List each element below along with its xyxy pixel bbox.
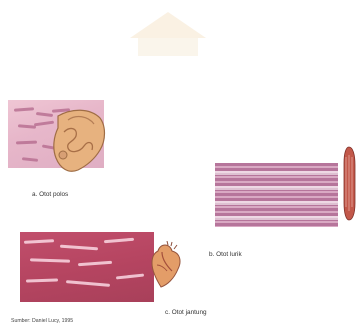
intestine-icon bbox=[50, 108, 106, 174]
label-cardiac-muscle: c. Otot jantung bbox=[165, 309, 207, 316]
label-smooth-muscle: a. Otot polos bbox=[32, 191, 68, 198]
bicep-icon bbox=[343, 145, 356, 222]
cardiac-muscle-micrograph bbox=[20, 232, 154, 302]
source-citation: Sumber: Daniel Lucy, 1995 bbox=[11, 318, 73, 324]
label-skeletal-muscle: b. Otot lurik bbox=[209, 251, 242, 258]
heart-icon bbox=[150, 241, 184, 289]
watermark-icon bbox=[108, 8, 228, 60]
skeletal-muscle-micrograph bbox=[215, 163, 338, 227]
